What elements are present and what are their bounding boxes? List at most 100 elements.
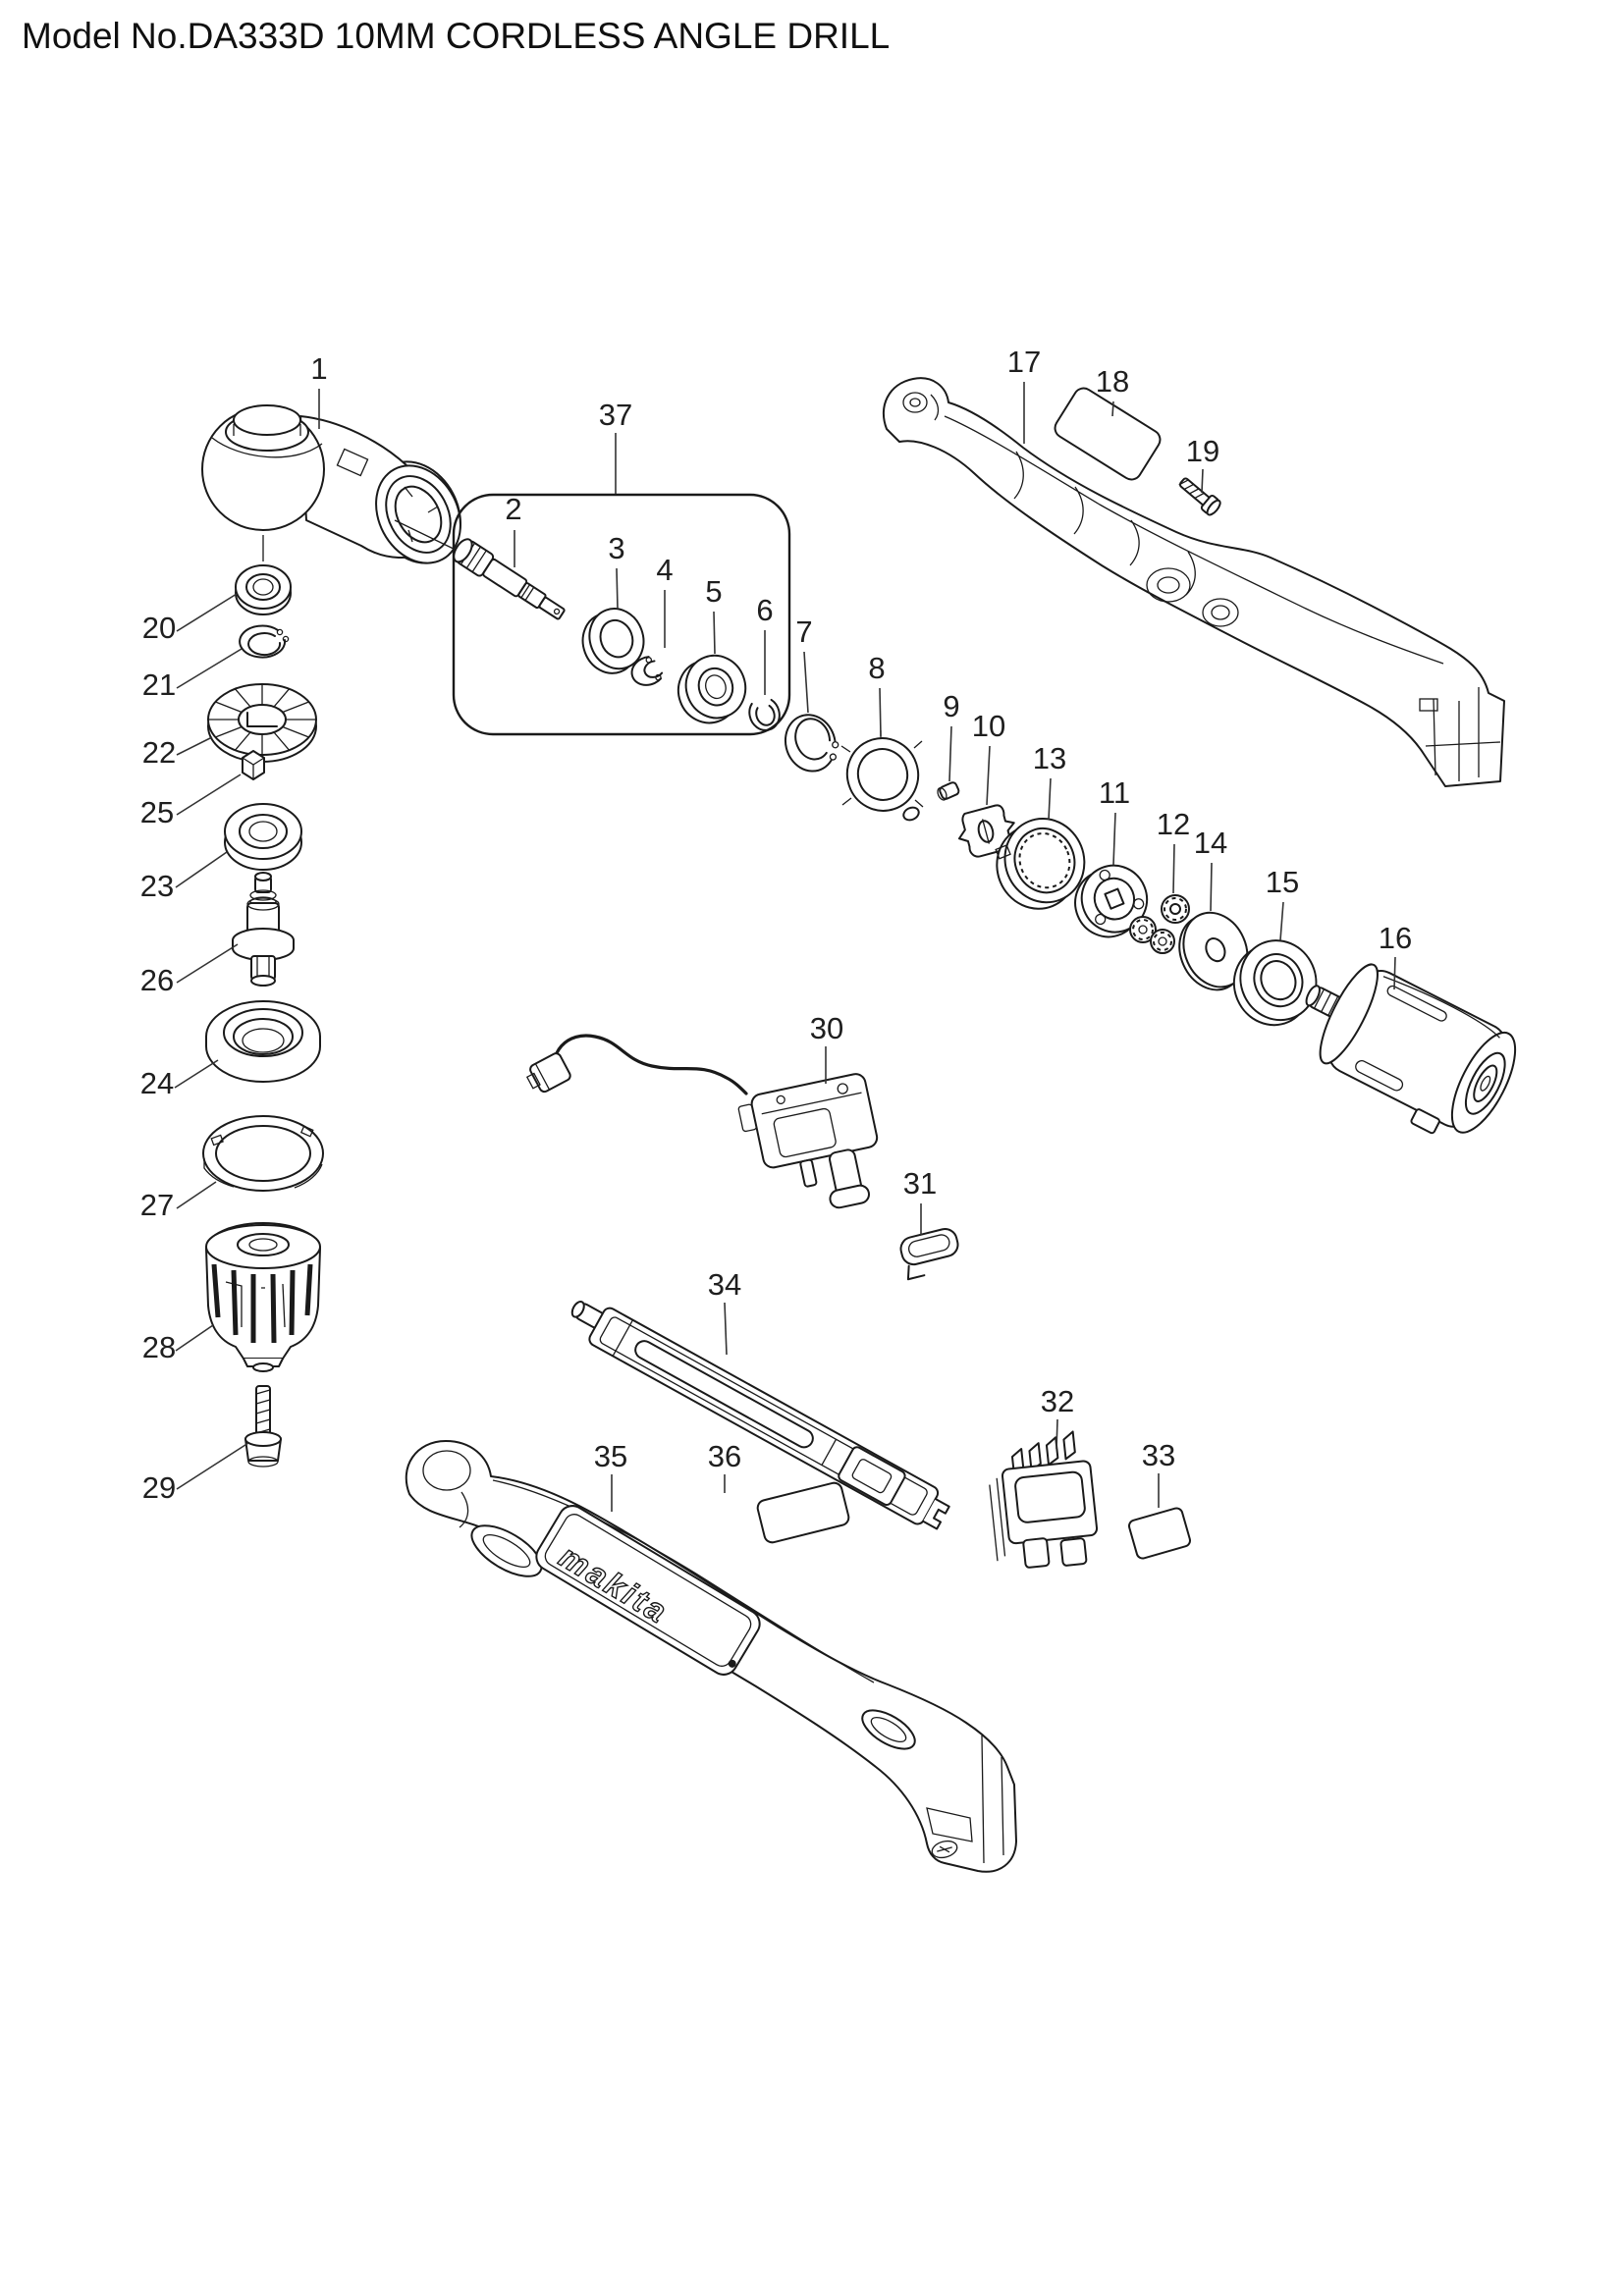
part-15-damper-drawing [1232, 939, 1318, 1027]
part-16-motor-drawing [1305, 963, 1517, 1135]
part-number-label-2: 2 [505, 492, 521, 526]
leader-line-3 [616, 567, 619, 610]
leader-line-10 [986, 745, 991, 806]
leader-line-12 [1172, 843, 1175, 894]
part-number-label-31: 31 [903, 1166, 937, 1201]
part-number-label-30: 30 [810, 1011, 843, 1045]
part-20-bearing-drawing [235, 564, 292, 615]
leader-line-23 [175, 851, 228, 888]
part-4-retaining-ring-drawing [630, 656, 664, 686]
leader-line-24 [174, 1059, 219, 1089]
part-number-label-20: 20 [142, 611, 176, 645]
part-9-pin-drawing [937, 781, 960, 801]
part-22-spiral-bevel-gear-drawing [207, 683, 317, 763]
part-number-label-17: 17 [1007, 345, 1041, 379]
part-17-housing-upper-drawing [882, 377, 1505, 787]
part-35-housing-lower-drawing: makita [405, 1440, 1017, 1873]
part-number-label-21: 21 [142, 667, 176, 702]
part-number-label-35: 35 [594, 1439, 627, 1473]
leader-line-15 [1279, 901, 1284, 941]
part-number-label-14: 14 [1194, 826, 1227, 860]
part-27-retaining-ring-drawing [202, 1115, 324, 1192]
part-number-label-4: 4 [656, 553, 673, 587]
group-box-37 [452, 493, 791, 736]
part-number-label-12: 12 [1157, 807, 1190, 841]
leader-line-27 [176, 1181, 217, 1209]
page-title: Model No.DA333D 10MM CORDLESS ANGLE DRIL… [22, 16, 891, 56]
leader-line-14 [1210, 862, 1213, 912]
part-24-dust-cup-drawing [205, 1000, 321, 1083]
leader-line-11 [1112, 812, 1116, 866]
leader-line-13 [1048, 777, 1052, 821]
part-number-label-27: 27 [140, 1188, 174, 1222]
part-6-c-ring-drawing [748, 698, 781, 731]
part-19-screw-drawing [1178, 477, 1221, 516]
part-number-labels: 1234567891011121314151617181920212223242… [140, 345, 1412, 1512]
part-7-snap-ring-drawing [784, 714, 839, 773]
part-number-label-1: 1 [310, 351, 327, 386]
part-number-label-29: 29 [142, 1470, 176, 1505]
part-number-label-16: 16 [1379, 921, 1412, 955]
leader-line-32 [1056, 1418, 1058, 1450]
leader-line-18 [1111, 400, 1114, 417]
part-number-label-26: 26 [140, 963, 174, 997]
part-number-label-23: 23 [140, 869, 174, 903]
part-11-planet-carrier-drawing [1074, 864, 1175, 954]
part-number-label-13: 13 [1033, 741, 1066, 775]
part-28-drill-chuck-drawing [205, 1222, 321, 1372]
part-2-spindle-shaft-drawing [453, 538, 566, 620]
leader-line-19 [1201, 468, 1204, 494]
leader-line-7 [803, 651, 809, 714]
part-number-label-7: 7 [795, 614, 812, 649]
part-8-bearing-retainer-drawing [840, 730, 924, 822]
part-12-pinion-gear-drawing [1161, 894, 1190, 924]
leader-line-26 [176, 943, 239, 984]
part-number-label-3: 3 [608, 531, 624, 565]
part-36-name-plate-drawing [756, 1481, 850, 1544]
part-34-slide-plate-drawing [570, 1300, 950, 1530]
part-number-label-25: 25 [140, 795, 174, 829]
part-number-label-28: 28 [142, 1330, 176, 1364]
part-number-label-8: 8 [868, 651, 885, 685]
part-number-label-32: 32 [1041, 1384, 1074, 1418]
part-1-angle-head-drawing [201, 404, 461, 564]
part-5-bearing-drawing [677, 654, 747, 724]
part-25-key-drawing [242, 750, 265, 780]
leader-line-25 [176, 774, 242, 816]
part-13-internal-gear-drawing [995, 818, 1086, 910]
part-number-label-34: 34 [708, 1267, 741, 1302]
part-18-label-drawing [1054, 387, 1162, 481]
part-number-label-36: 36 [708, 1439, 741, 1473]
part-33-label-drawing [1127, 1507, 1192, 1560]
part-3-bearing-drawing [581, 608, 645, 674]
leader-line-22 [176, 736, 213, 756]
part-30-switch-drawing [525, 1034, 879, 1209]
leader-line-16 [1393, 956, 1396, 990]
part-number-label-11: 11 [1099, 775, 1130, 810]
part-number-label-10: 10 [972, 709, 1005, 743]
leader-line-20 [176, 593, 238, 632]
part-number-label-9: 9 [943, 689, 959, 723]
leader-line-21 [176, 648, 243, 689]
leader-line-28 [175, 1324, 214, 1352]
leader-line-9 [948, 725, 952, 782]
part-number-label-18: 18 [1096, 364, 1129, 399]
part-21-snap-ring-drawing [239, 624, 290, 659]
part-32-terminal-drawing [989, 1430, 1099, 1569]
part-number-label-6: 6 [756, 593, 773, 627]
part-number-label-5: 5 [705, 574, 722, 609]
part-31-button-drawing [899, 1228, 959, 1281]
part-number-label-37: 37 [599, 398, 632, 432]
leader-line-29 [176, 1442, 249, 1490]
part-number-label-19: 19 [1186, 434, 1219, 468]
part-29-chuck-screw-drawing [244, 1385, 282, 1468]
leader-line-34 [724, 1302, 728, 1356]
part-number-label-22: 22 [142, 735, 176, 770]
leader-line-5 [713, 611, 716, 655]
part-number-label-15: 15 [1266, 865, 1299, 899]
part-26-spindle-drawing [232, 872, 295, 987]
part-23-bearing-drawing [224, 803, 302, 871]
part-number-label-24: 24 [140, 1066, 174, 1100]
part-number-label-33: 33 [1142, 1438, 1175, 1472]
